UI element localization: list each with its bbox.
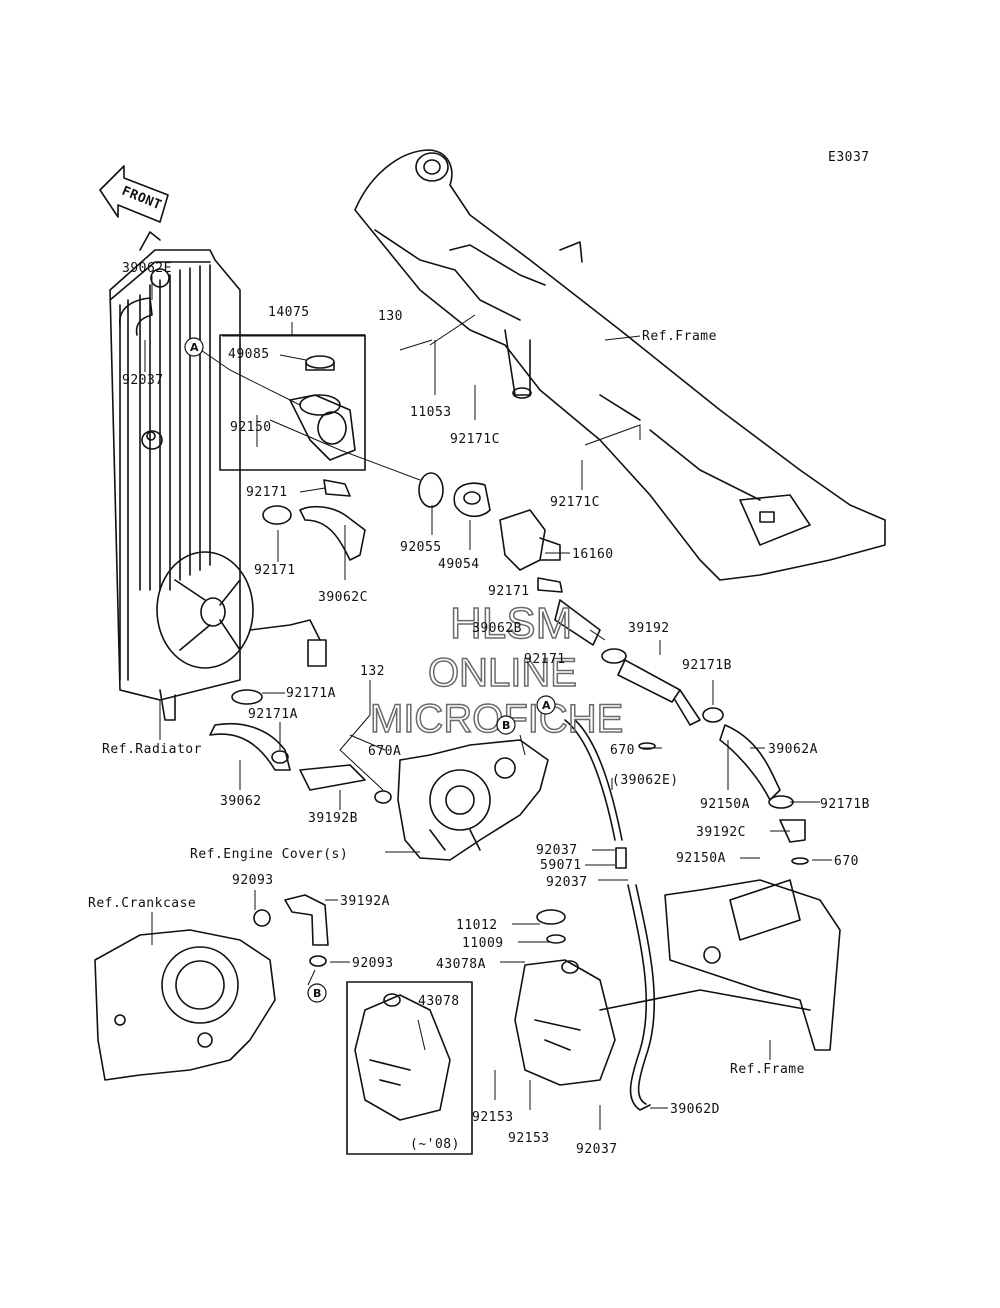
part-label: (39062E) [612,773,679,788]
part-label: 92171 [524,652,566,667]
part-label: 670 [834,854,859,869]
part-label: 39062C [318,590,368,605]
part-label: 92171B [682,658,732,673]
part-label: 92171B [820,797,870,812]
part-label: 92171C [450,432,500,447]
part-label: 92171 [488,584,530,599]
bypass-hose [564,719,656,1111]
part-labels: 39062E 92037 14075 49085 92150 92171 921… [88,261,870,1157]
part-label: 43078A [436,957,486,972]
callout-a-mid: A [536,695,556,715]
part-label: 670A [368,744,401,759]
diagram-code: E3037 [828,150,870,165]
part-label: 92153 [472,1110,514,1125]
svg-text:A: A [190,341,199,354]
svg-text:A: A [542,699,551,712]
reservoir-tank [514,909,616,1086]
part-label: Ref.Frame [730,1062,805,1077]
part-label: 92171 [254,563,296,578]
callout-a-top: A [184,337,204,357]
part-label: Ref.Engine Cover(s) [190,847,348,862]
frame-upper [354,149,886,581]
part-label: 92171A [286,686,336,701]
part-label: 92150 [230,420,272,435]
part-label: 92055 [400,540,442,555]
part-label: 39062B [472,621,522,636]
radiator [109,231,327,721]
part-label: (~'08) [410,1137,460,1152]
watermark-line2: ONLINE [428,651,577,695]
part-label: 39062E [122,261,172,276]
part-label: Ref.Frame [642,329,717,344]
part-label: 39192B [308,811,358,826]
part-label: 92150A [700,797,750,812]
part-label: 39192 [628,621,670,636]
part-label: 59071 [540,858,582,873]
watermark-line1: HLSM [450,599,572,648]
leader-lines [144,276,832,1130]
part-label: 39062D [670,1102,720,1117]
watermark: HLSM ONLINE MICROFICHE [369,598,624,742]
part-label: 39192A [340,894,390,909]
part-label: 11053 [410,405,452,420]
part-label: 14075 [268,305,310,320]
part-label: 39062 [220,794,262,809]
part-label: 132 [360,664,385,679]
part-label: 49054 [438,557,480,572]
hoses-lower [209,689,809,865]
svg-text:B: B [313,987,321,1000]
part-label: 92037 [576,1142,618,1157]
part-label: 92037 [546,875,588,890]
part-label: 92093 [232,873,274,888]
part-label: 11012 [456,918,498,933]
callout-b-bottom: B [307,983,327,1003]
part-label: Ref.Radiator [102,742,202,757]
engine-cover [397,739,549,861]
svg-text:B: B [502,719,510,732]
part-label: 39062A [768,742,818,757]
part-label: 16160 [572,547,614,562]
watermark-line3: MICROFICHE [370,697,623,741]
part-label: Ref.Crankcase [88,896,196,911]
part-label: 92153 [508,1131,550,1146]
part-label: 92171A [248,707,298,722]
water-pipe-39192a [253,894,329,967]
part-label: 39192C [696,825,746,840]
part-label: 92150A [676,851,726,866]
hoses-upper [119,297,806,843]
reservoir-tank-old [346,981,473,1155]
part-label: 92037 [122,373,164,388]
part-label: 11009 [462,936,504,951]
part-label: 92093 [352,956,394,971]
part-label: 130 [378,309,403,324]
part-label: 670 [610,743,635,758]
crankcase [94,929,276,1081]
frame-lower [599,879,841,1051]
part-label: 92171C [550,495,600,510]
part-label: 43078 [418,994,460,1009]
part-label: 92171 [246,485,288,500]
part-label: 92037 [536,843,578,858]
front-arrow-icon: FRONT [99,165,169,223]
callout-b-mid: B [496,715,516,735]
part-label: 49085 [228,347,270,362]
